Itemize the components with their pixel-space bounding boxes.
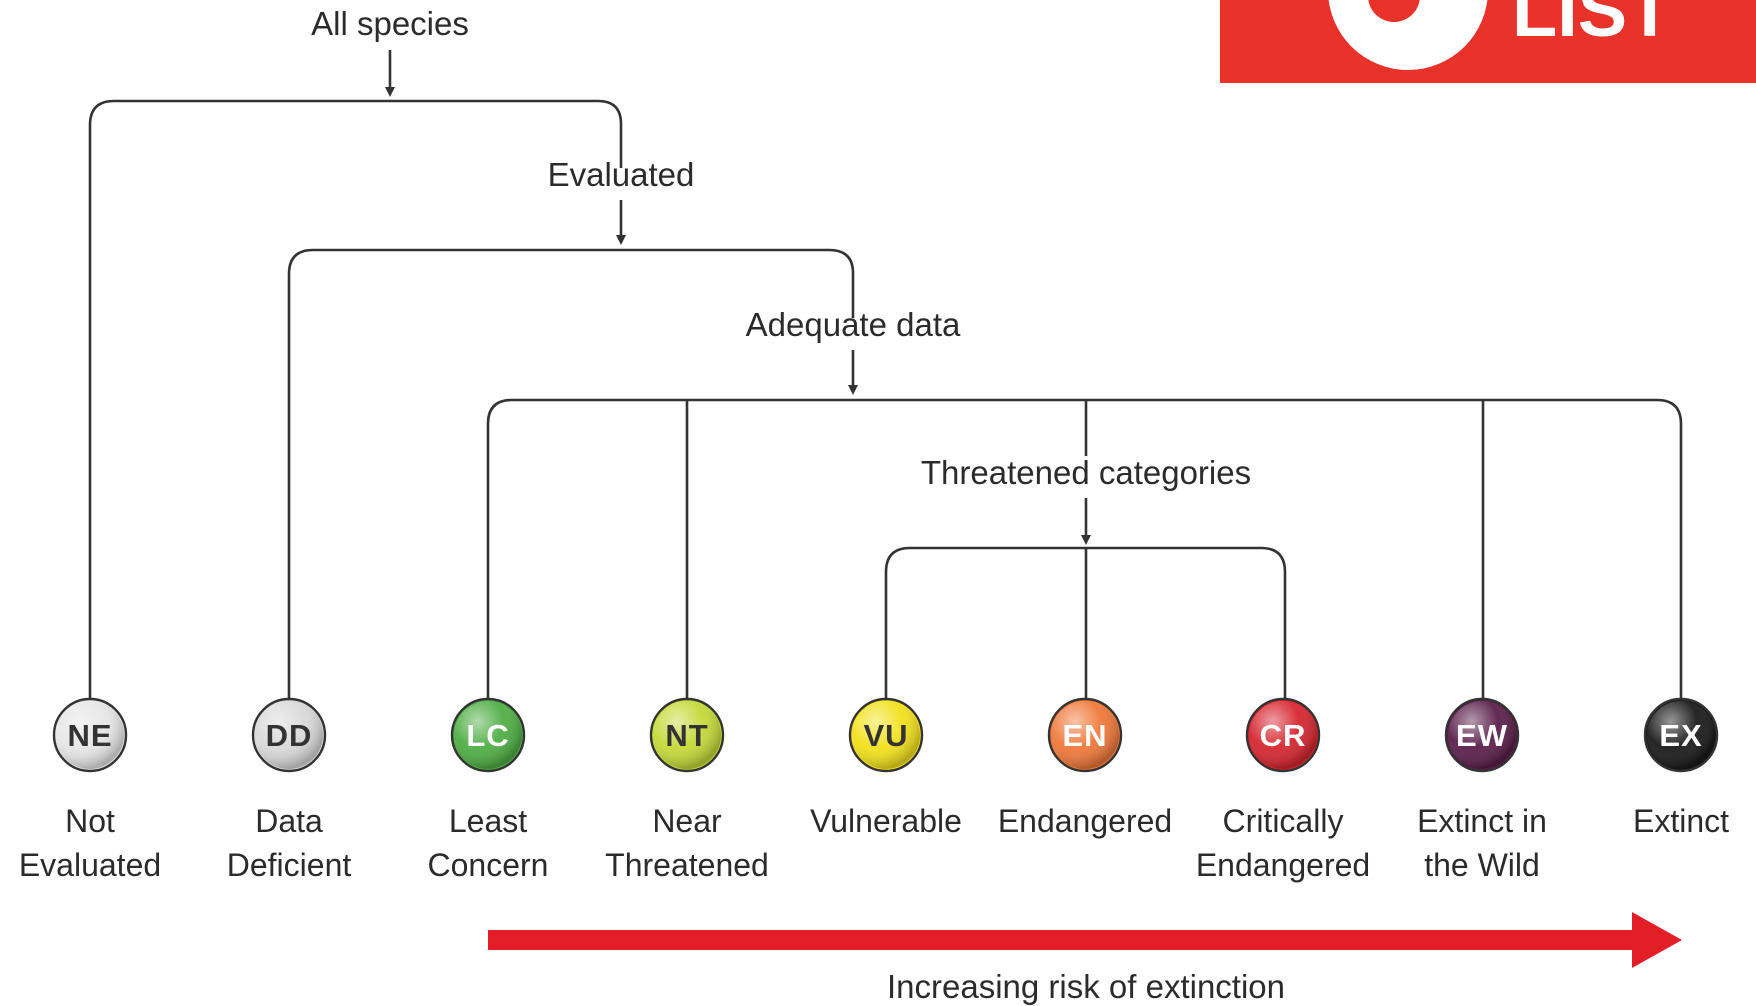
category-code: EN bbox=[1062, 718, 1107, 753]
category-vu: VU Vulnerable bbox=[810, 697, 962, 839]
category-label-line1: Least bbox=[449, 803, 527, 839]
category-badge-gloss bbox=[454, 701, 522, 769]
category-badge-gloss bbox=[1051, 701, 1119, 769]
category-label-line2: Concern bbox=[428, 847, 549, 883]
category-badge-gloss bbox=[1448, 701, 1516, 769]
category-badge-gloss bbox=[56, 701, 124, 769]
risk-arrow-label: Increasing risk of extinction bbox=[887, 968, 1285, 1005]
category-label-line2: Deficient bbox=[227, 847, 352, 883]
bracket-adequate-data bbox=[486, 398, 1683, 700]
category-code: VU bbox=[863, 718, 908, 753]
category-ex: EX Extinct bbox=[1633, 697, 1729, 839]
category-code: CR bbox=[1260, 718, 1307, 753]
category-label-line2: Threatened bbox=[605, 847, 769, 883]
risk-arrow-head bbox=[1632, 912, 1682, 968]
category-label-line2: Endangered bbox=[1196, 847, 1370, 883]
category-label-line1: Extinct bbox=[1633, 803, 1729, 839]
category-label-line2: Evaluated bbox=[19, 847, 161, 883]
category-badge-gloss bbox=[653, 701, 721, 769]
category-label-line1: Near bbox=[652, 803, 722, 839]
bracket-evaluated bbox=[287, 248, 855, 700]
category-code: LC bbox=[466, 718, 509, 753]
category-code: NT bbox=[665, 718, 708, 753]
bracket-all-species bbox=[88, 99, 623, 700]
category-badge-gloss bbox=[1249, 701, 1317, 769]
red-list-logo: LIST bbox=[1220, 0, 1756, 83]
category-label-line1: Vulnerable bbox=[810, 803, 962, 839]
logo-text: LIST bbox=[1512, 0, 1672, 52]
category-badge-gloss bbox=[255, 701, 323, 769]
category-label-line1: Extinct in bbox=[1417, 803, 1547, 839]
category-code: EW bbox=[1456, 718, 1508, 753]
category-label-line2: the Wild bbox=[1424, 847, 1540, 883]
branch-label-all-species: All species bbox=[311, 5, 469, 42]
category-en: EN Endangered bbox=[998, 697, 1172, 839]
category-label-line1: Data bbox=[255, 803, 323, 839]
logo-circle-icon bbox=[1328, 0, 1488, 70]
logo-background bbox=[1220, 0, 1756, 83]
category-badge-gloss bbox=[1647, 701, 1715, 769]
category-label-line1: Endangered bbox=[998, 803, 1172, 839]
category-code: EX bbox=[1659, 718, 1702, 753]
category-code: DD bbox=[266, 718, 313, 753]
risk-arrow bbox=[488, 912, 1682, 968]
category-badge-gloss bbox=[852, 701, 920, 769]
risk-arrow-shaft bbox=[488, 930, 1635, 950]
category-label-line1: Critically bbox=[1223, 803, 1344, 839]
logo-eye-icon bbox=[1368, 0, 1420, 22]
branch-label-threatened: Threatened categories bbox=[921, 454, 1251, 491]
category-label-line1: Not bbox=[65, 803, 115, 839]
category-code: NE bbox=[67, 718, 112, 753]
category-ew: EW Extinct in the Wild bbox=[1417, 697, 1547, 883]
